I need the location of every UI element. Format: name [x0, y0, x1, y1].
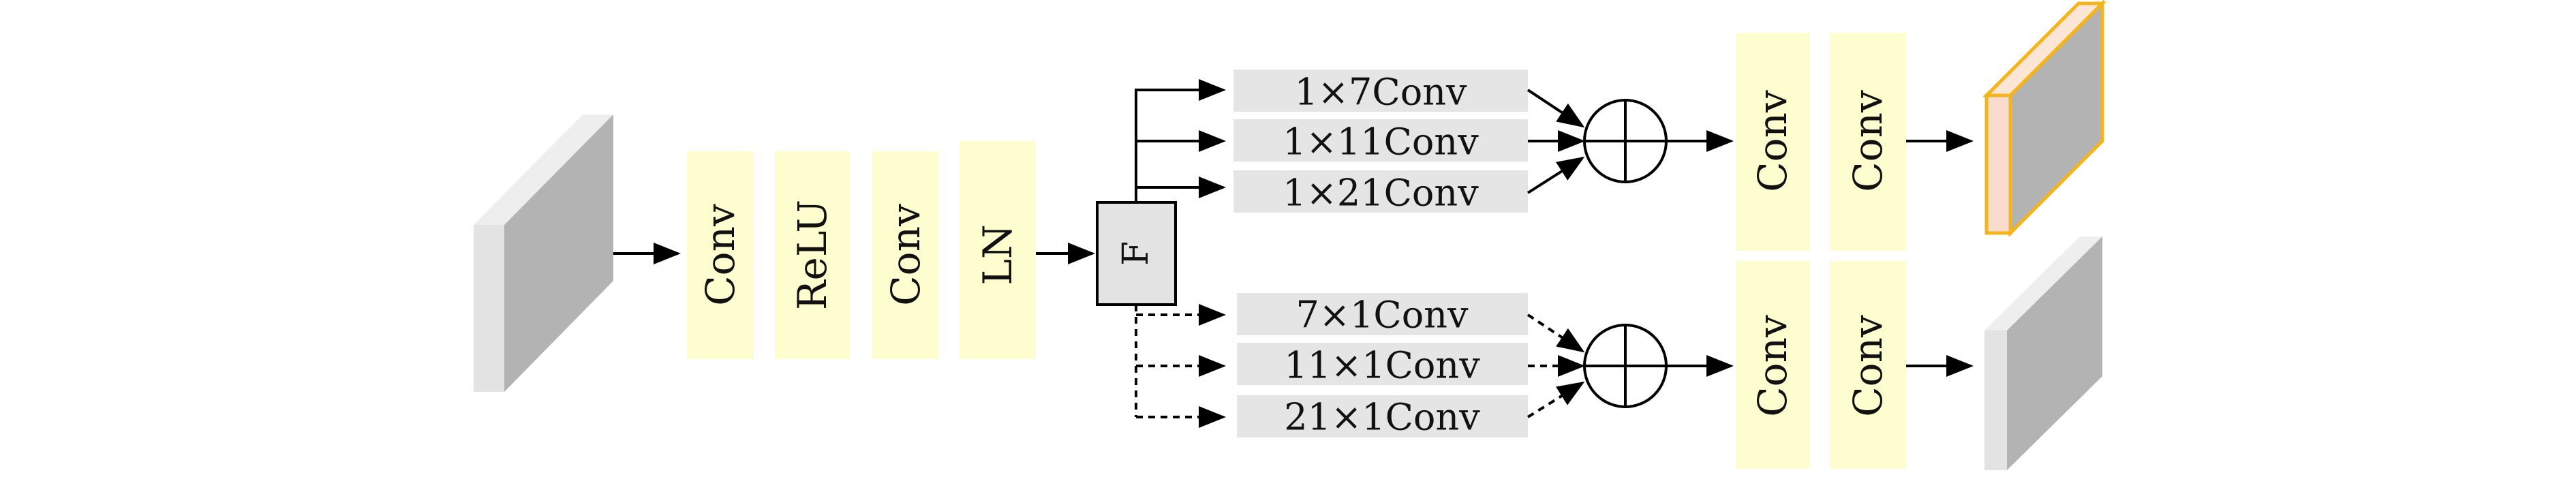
- upper-head-conv-1: Conv: [1736, 33, 1809, 251]
- lower-conv-21x1: 21×1Conv: [1237, 395, 1528, 439]
- upper-output-feature-map: [1982, 0, 2107, 238]
- upper-conv-1x7: 1×7Conv: [1233, 70, 1528, 114]
- upper-sum-node: [1583, 99, 1668, 183]
- lower-conv-7x1: 7×1Conv: [1237, 293, 1528, 337]
- upper-merge-arrows: [1527, 89, 1585, 194]
- lower-conv-11x1: 11×1Conv: [1237, 343, 1528, 387]
- lower-sum-node: [1583, 324, 1668, 408]
- fork-label: F: [1116, 241, 1156, 266]
- branch-conv-label: 1×11Conv: [1283, 121, 1479, 164]
- branch-conv-label: 1×21Conv: [1283, 172, 1479, 215]
- stem-block-ln: LN: [960, 141, 1036, 359]
- stem-block-label: LN: [975, 224, 1021, 285]
- lower-branch-connectors: [1135, 304, 1226, 428]
- upper-branch-connectors: [1135, 79, 1226, 202]
- stem-block-conv-2: Conv: [872, 151, 939, 359]
- lower-merge-arrows: [1527, 313, 1585, 418]
- head-conv-label: Conv: [1749, 90, 1796, 192]
- head-conv-label: Conv: [1845, 90, 1891, 192]
- upper-head-conv-2: Conv: [1830, 33, 1906, 251]
- lower-head-conv-1: Conv: [1736, 261, 1809, 469]
- fork-block: F: [1096, 201, 1177, 306]
- stem-block-label: Conv: [883, 204, 929, 306]
- upper-conv-1x21: 1×21Conv: [1233, 170, 1528, 215]
- stem-block-relu: ReLU: [775, 151, 850, 359]
- branch-conv-label: 7×1Conv: [1295, 294, 1469, 337]
- stem-block-label: ReLU: [789, 200, 835, 310]
- lower-head-conv-2: Conv: [1830, 261, 1906, 469]
- stem-block-conv-1: Conv: [687, 151, 754, 359]
- upper-conv-1x11: 1×11Conv: [1233, 119, 1528, 164]
- input-feature-map: [474, 114, 613, 392]
- branch-conv-label: 11×1Conv: [1284, 344, 1480, 387]
- stem-block-label: Conv: [697, 204, 743, 306]
- head-conv-label: Conv: [1845, 315, 1891, 417]
- lower-output-feature-map: [1984, 236, 2102, 470]
- branch-conv-label: 21×1Conv: [1284, 396, 1480, 439]
- branch-conv-label: 1×7Conv: [1294, 71, 1467, 114]
- head-conv-label: Conv: [1749, 315, 1796, 417]
